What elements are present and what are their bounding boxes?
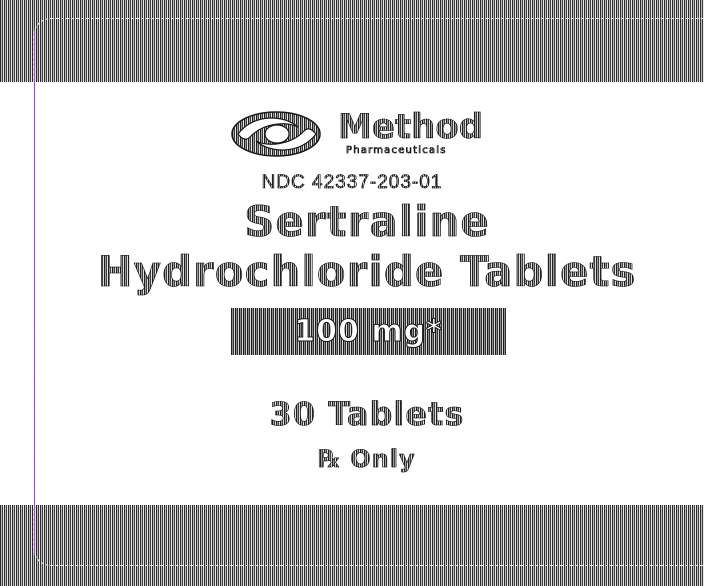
method-logo-icon	[231, 111, 321, 157]
tablet-count: 30 Tablets	[0, 393, 704, 435]
ndc-number: NDC 42337-203-01	[0, 172, 704, 194]
product-name-line1: Sertraline	[0, 197, 704, 247]
strength-badge: 100 mg*	[294, 314, 443, 350]
brand-subtitle: Pharmaceuticals	[346, 145, 447, 157]
product-name-line2: Hydrochloride Tablets	[0, 247, 704, 297]
strength-badge-background	[231, 308, 506, 355]
brand-name: Method	[338, 107, 484, 148]
bottom-stripe-band	[0, 505, 704, 586]
brand-logo: Method Pharmaceuticals	[228, 107, 508, 162]
rx-only: ℞ Only	[0, 442, 704, 476]
top-stripe-band	[0, 0, 704, 82]
frame-edge-line	[34, 30, 35, 555]
